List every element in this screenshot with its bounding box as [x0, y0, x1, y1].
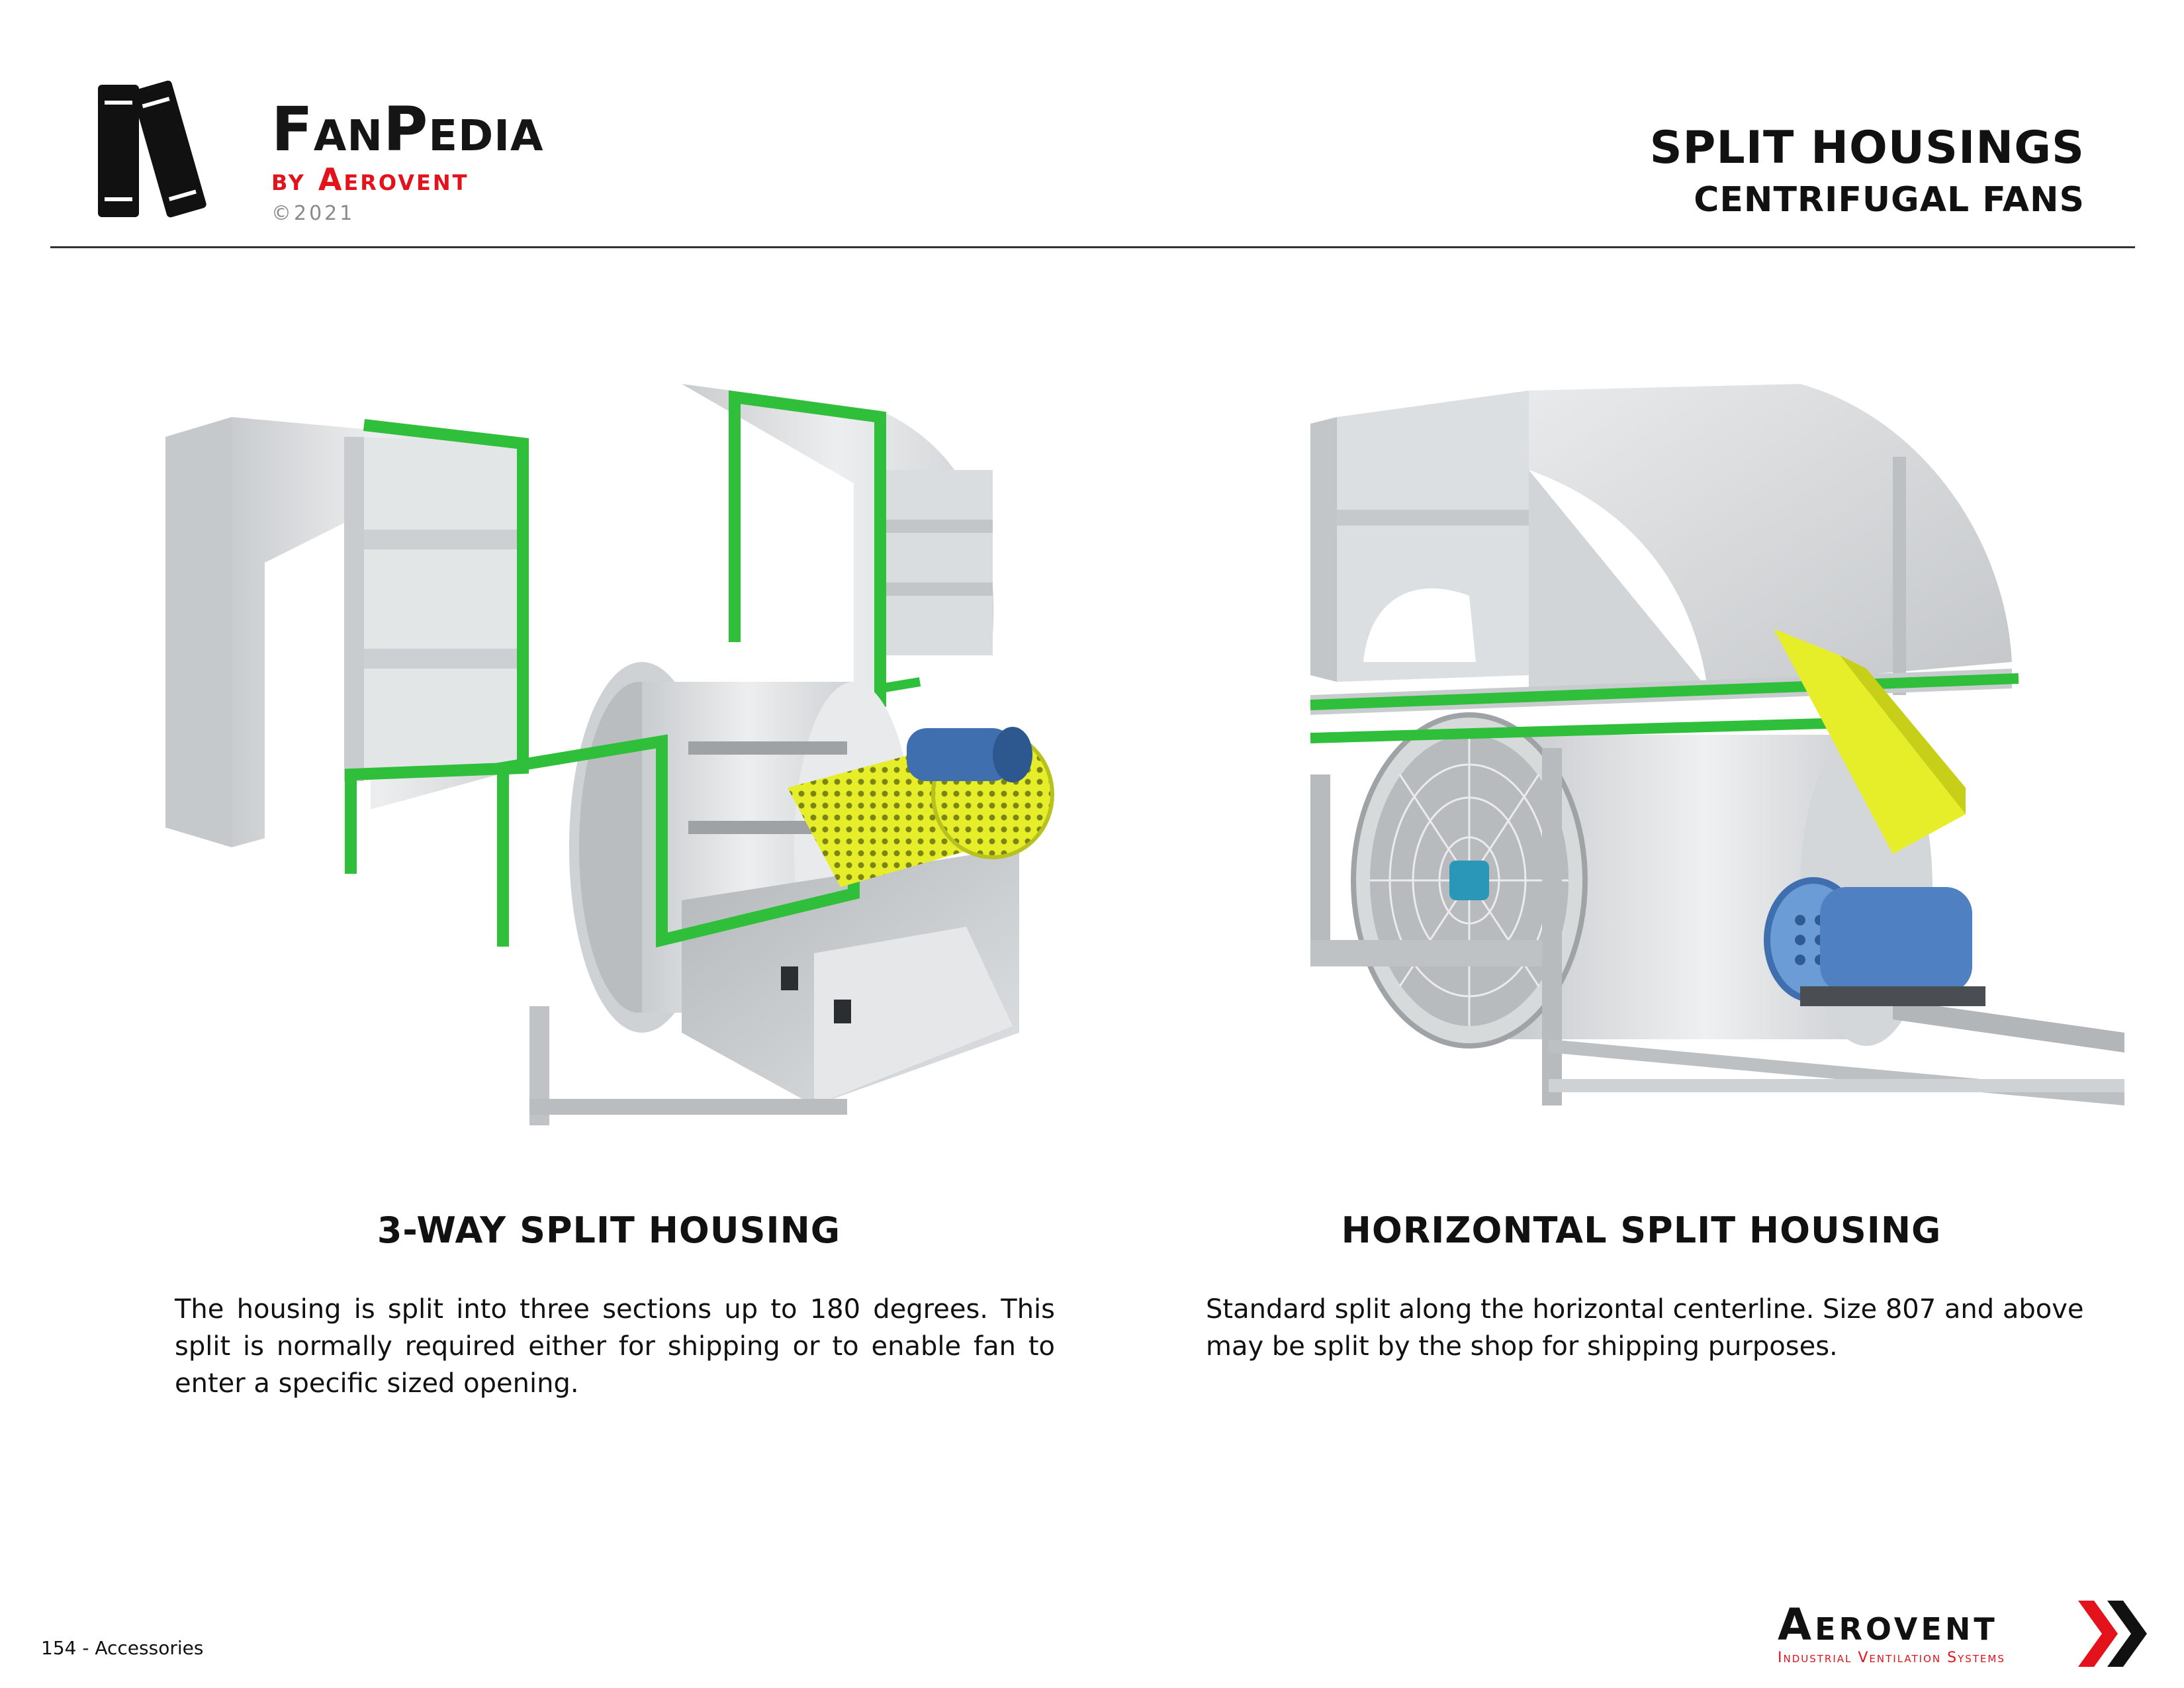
three-way-split-housing-illustration — [165, 384, 1054, 1125]
page-title: SPLIT HOUSINGS — [1649, 122, 2085, 174]
logo-byline: by Aerovent — [271, 162, 469, 197]
section-heading-horizontal: HORIZONTAL SPLIT HOUSING — [1341, 1209, 1942, 1251]
header-divider — [50, 246, 2135, 248]
double-chevron-icon — [2078, 1601, 2147, 1667]
section-body-three-way: The housing is split into three sections… — [175, 1294, 1055, 1399]
section-heading-three-way: 3-WAY SPLIT HOUSING — [377, 1209, 841, 1251]
footer-page-label: 154 - Accessories — [41, 1637, 204, 1659]
books-logo-icon — [98, 80, 206, 218]
logo-title: FanPedia — [271, 94, 544, 165]
footer-brand: Aerovent — [1778, 1599, 1998, 1650]
section-body-horizontal: Standard split along the horizontal cent… — [1206, 1294, 2084, 1362]
footer-tagline: Industrial Ventilation Systems — [1778, 1650, 2005, 1666]
horizontal-split-housing-illustration — [1310, 384, 2124, 1105]
logo-copyright: ©2021 — [271, 202, 355, 225]
page-subtitle: CENTRIFUGAL FANS — [1694, 180, 2085, 220]
